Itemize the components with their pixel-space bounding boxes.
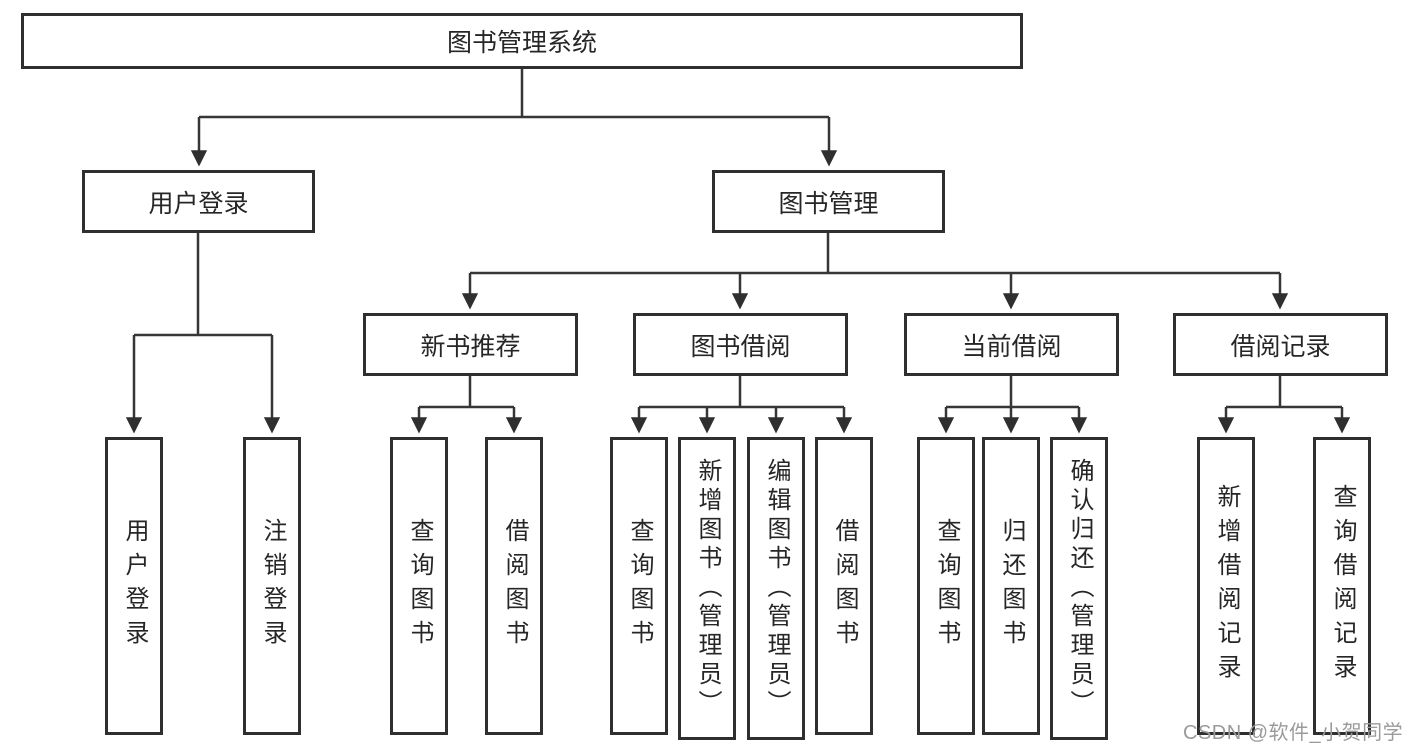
node-borrowing-records: 借阅记录 <box>1173 313 1388 376</box>
connector-user-login-to-leaves <box>125 233 281 434</box>
leaf-query-books-borrowing-label: 查询图书 <box>626 518 653 654</box>
connector-book-management-to-level3 <box>461 233 1289 310</box>
leaf-query-books-current-label: 查询图书 <box>933 518 960 654</box>
leaf-borrow-books-recommend: 借阅图书 <box>485 437 543 735</box>
leaf-confirm-return-admin-label: 确认归还（管理员） <box>1066 458 1093 719</box>
node-new-book-recommend: 新书推荐 <box>363 313 578 376</box>
leaf-return-books-label: 归还图书 <box>998 518 1025 654</box>
connector-borrowing-records-to-leaves <box>1217 376 1351 434</box>
leaf-query-borrow-record: 查询借阅记录 <box>1313 437 1371 735</box>
leaf-add-borrow-record-label: 新增借阅记录 <box>1213 484 1240 688</box>
leaf-edit-books-admin: 编辑图书（管理员） <box>747 437 805 740</box>
leaf-confirm-return-admin: 确认归还（管理员） <box>1050 437 1108 740</box>
leaf-return-books: 归还图书 <box>982 437 1040 735</box>
connector-new-book-recommend-to-leaves <box>410 376 523 434</box>
leaf-borrow-books-recommend-label: 借阅图书 <box>501 518 528 654</box>
node-current-borrowing: 当前借阅 <box>904 313 1119 376</box>
connector-current-borrowing-to-leaves <box>937 376 1088 434</box>
node-user-login-group: 用户登录 <box>82 170 315 233</box>
leaf-user-login-label: 用户登录 <box>121 518 148 654</box>
leaf-query-books-recommend-label: 查询图书 <box>406 518 433 654</box>
node-book-management: 图书管理 <box>712 170 945 233</box>
leaf-logout: 注销登录 <box>243 437 301 735</box>
csdn-watermark: CSDN @软件_小贺同学 <box>1183 722 1404 744</box>
leaf-query-books-recommend: 查询图书 <box>390 437 448 735</box>
leaf-add-books-admin-label: 新增图书（管理员） <box>694 458 721 719</box>
leaf-user-login: 用户登录 <box>105 437 163 735</box>
leaf-edit-books-admin-label: 编辑图书（管理员） <box>763 458 790 719</box>
leaf-query-borrow-record-label: 查询借阅记录 <box>1329 484 1356 688</box>
leaf-query-books-borrowing: 查询图书 <box>610 437 668 735</box>
connector-book-borrowing-to-leaves <box>630 376 853 434</box>
leaf-add-borrow-record: 新增借阅记录 <box>1197 437 1255 735</box>
leaf-add-books-admin: 新增图书（管理员） <box>678 437 736 740</box>
leaf-logout-label: 注销登录 <box>259 518 286 654</box>
node-book-borrowing: 图书借阅 <box>633 313 848 376</box>
node-library-management-system: 图书管理系统 <box>21 13 1023 69</box>
leaf-borrow-books-borrowing: 借阅图书 <box>815 437 873 735</box>
leaf-query-books-current: 查询图书 <box>917 437 975 735</box>
leaf-borrow-books-borrowing-label: 借阅图书 <box>831 518 858 654</box>
connector-root-to-level2 <box>190 69 838 167</box>
